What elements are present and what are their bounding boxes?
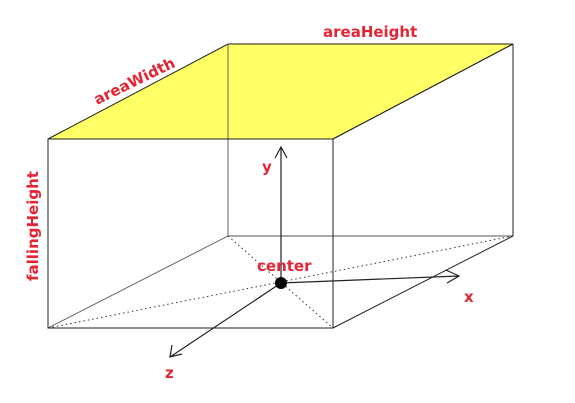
y-axis-label: y xyxy=(262,158,272,176)
right-bottom-edge xyxy=(332,235,514,329)
z-axis-arrow xyxy=(169,282,282,358)
y-axis-arrow xyxy=(274,145,288,283)
falling-height-label: fallingHeight xyxy=(24,171,42,281)
area-height-label: areaHeight xyxy=(323,23,417,41)
center-label: center xyxy=(257,257,312,275)
x-axis-arrow xyxy=(280,269,461,284)
x-axis-label: x xyxy=(464,288,474,306)
floor-diagonal-2 xyxy=(227,235,334,329)
z-axis-label: z xyxy=(165,364,174,382)
right-top-edge xyxy=(332,43,514,140)
front-face xyxy=(47,138,334,329)
back-left-bottom-edge xyxy=(47,235,229,329)
center-point xyxy=(275,277,287,289)
